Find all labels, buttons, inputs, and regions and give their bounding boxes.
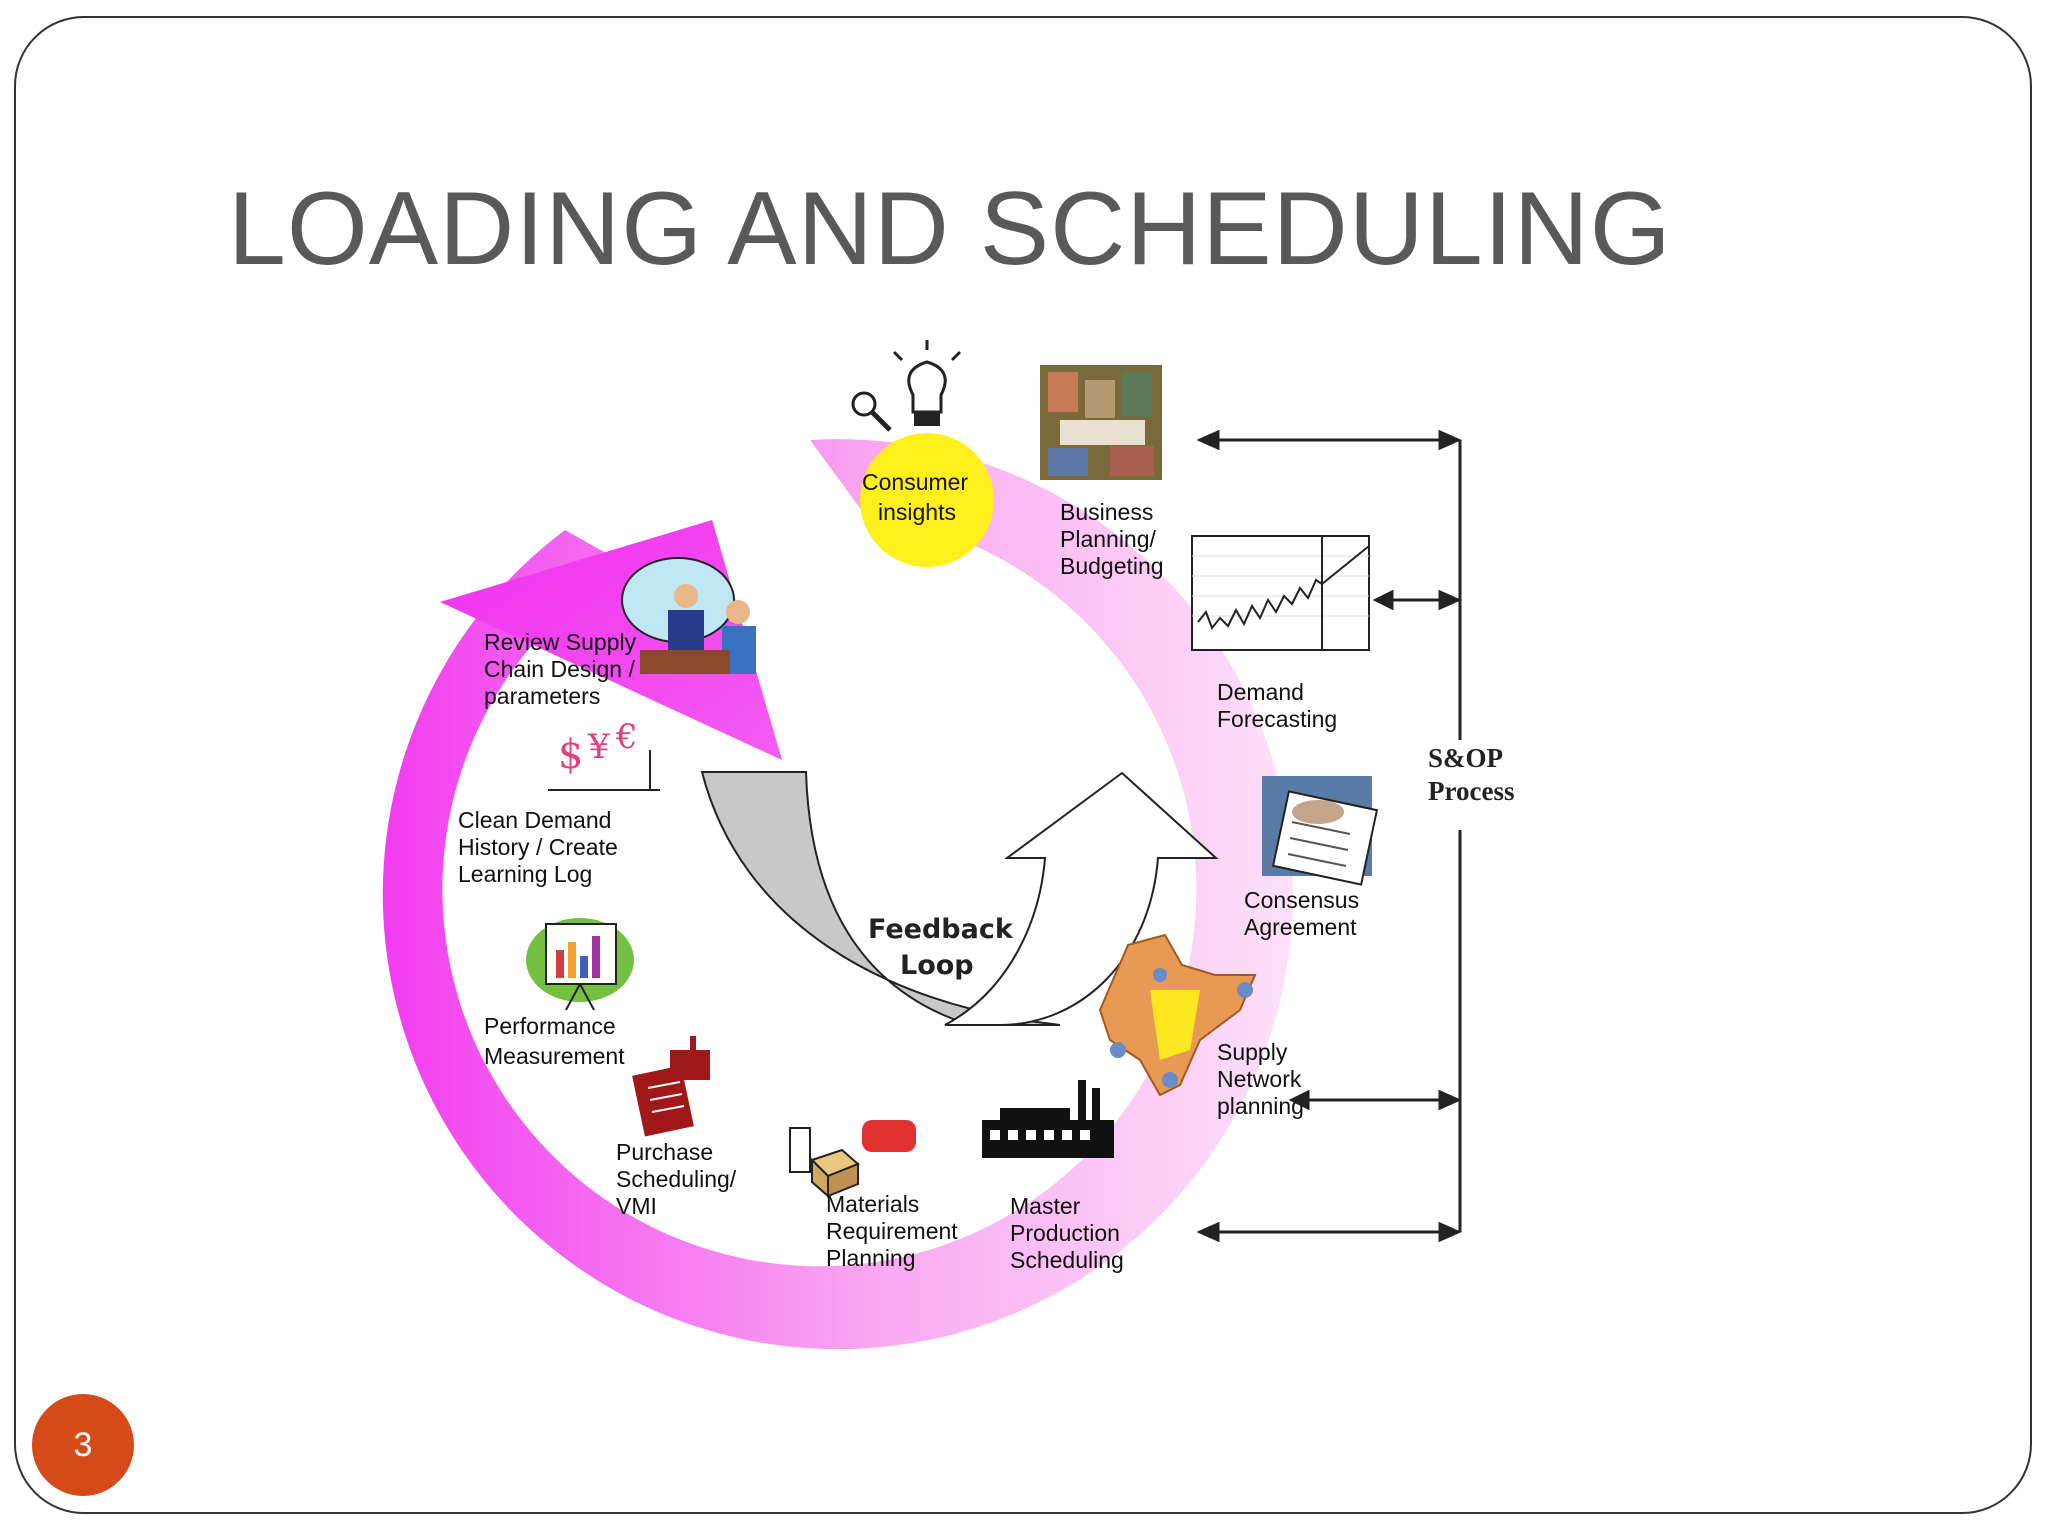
network-map-icon [1098,933,1257,1097]
lightbulb-icon [892,340,962,426]
business-meeting-icon [1040,365,1162,480]
consumer-insights-label-line2: insights [878,499,956,525]
meeting-people-icon [621,557,756,674]
consumer-insights-bulb [860,433,994,567]
currency-symbols-icon: $ ¥ € [548,717,660,791]
feedback-loop-label-line2: Loop [900,950,974,981]
performance-measurement-label-line1: Performance [484,1013,616,1039]
feedback-loop-arrow [700,771,1219,1026]
review-supply-chain-label-line3: parameters [484,683,600,709]
master-production-label-line3: Scheduling [1010,1247,1124,1273]
consumer-insights-label-line1: Consumer [862,469,968,495]
purchase-scheduling-label-line1: Purchase [616,1139,713,1165]
materials-requirement-label-line1: Materials [826,1191,919,1217]
consensus-agreement-label-line2: Agreement [1244,914,1357,940]
review-supply-chain-label-line1: Review Supply [484,629,637,655]
slide-number-badge: 3 [32,1394,134,1496]
presentation-chart-icon [526,918,634,1011]
clean-demand-label-line1: Clean Demand [458,807,611,833]
materials-boxes-icon [789,1120,916,1199]
materials-requirement-label-line3: Planning [826,1245,916,1271]
sop-process-label-line2: Process [1428,776,1514,806]
sop-bracket [1196,429,1462,1243]
magnifier-icon [851,391,892,432]
purchase-scheduling-label-line2: Scheduling/ [616,1166,737,1192]
factory-icon [982,1080,1114,1158]
demand-forecasting-label-line1: Demand [1217,679,1304,705]
supply-network-label-line1: Supply [1217,1039,1288,1065]
handshake-contract-icon [1262,776,1379,886]
clean-demand-label-line2: History / Create [458,834,618,860]
svg-text:$: $ [558,732,583,778]
forecast-chart-icon [1191,535,1370,651]
review-supply-chain-label-line2: Chain Design / [484,656,635,682]
performance-measurement-label-line2: Measurement [484,1043,625,1069]
supply-network-label-line3: planning [1217,1093,1304,1119]
svg-text:¥: ¥ [587,727,610,767]
business-planning-label-line3: Budgeting [1060,553,1164,579]
master-production-label-line1: Master [1010,1193,1081,1219]
slide-title: LOADING AND SCHEDULING [228,171,1672,287]
consensus-agreement-label-line1: Consensus [1244,887,1359,913]
supply-network-label-line2: Network [1217,1066,1302,1092]
purchase-scheduling-label-line3: VMI [616,1193,657,1219]
materials-requirement-label-line2: Requirement [826,1218,958,1244]
purchase-order-icon [632,1036,710,1137]
demand-forecasting-label-line2: Forecasting [1217,706,1337,732]
feedback-loop-label-line1: Feedback [868,914,1014,945]
clean-demand-label-line3: Learning Log [458,861,592,887]
sop-process-label-line1: S&OP [1428,743,1503,773]
master-production-label-line2: Production [1010,1220,1120,1246]
business-planning-label-line1: Business [1060,499,1153,525]
svg-text:€: € [615,717,638,757]
business-planning-label-line2: Planning/ [1060,526,1157,552]
